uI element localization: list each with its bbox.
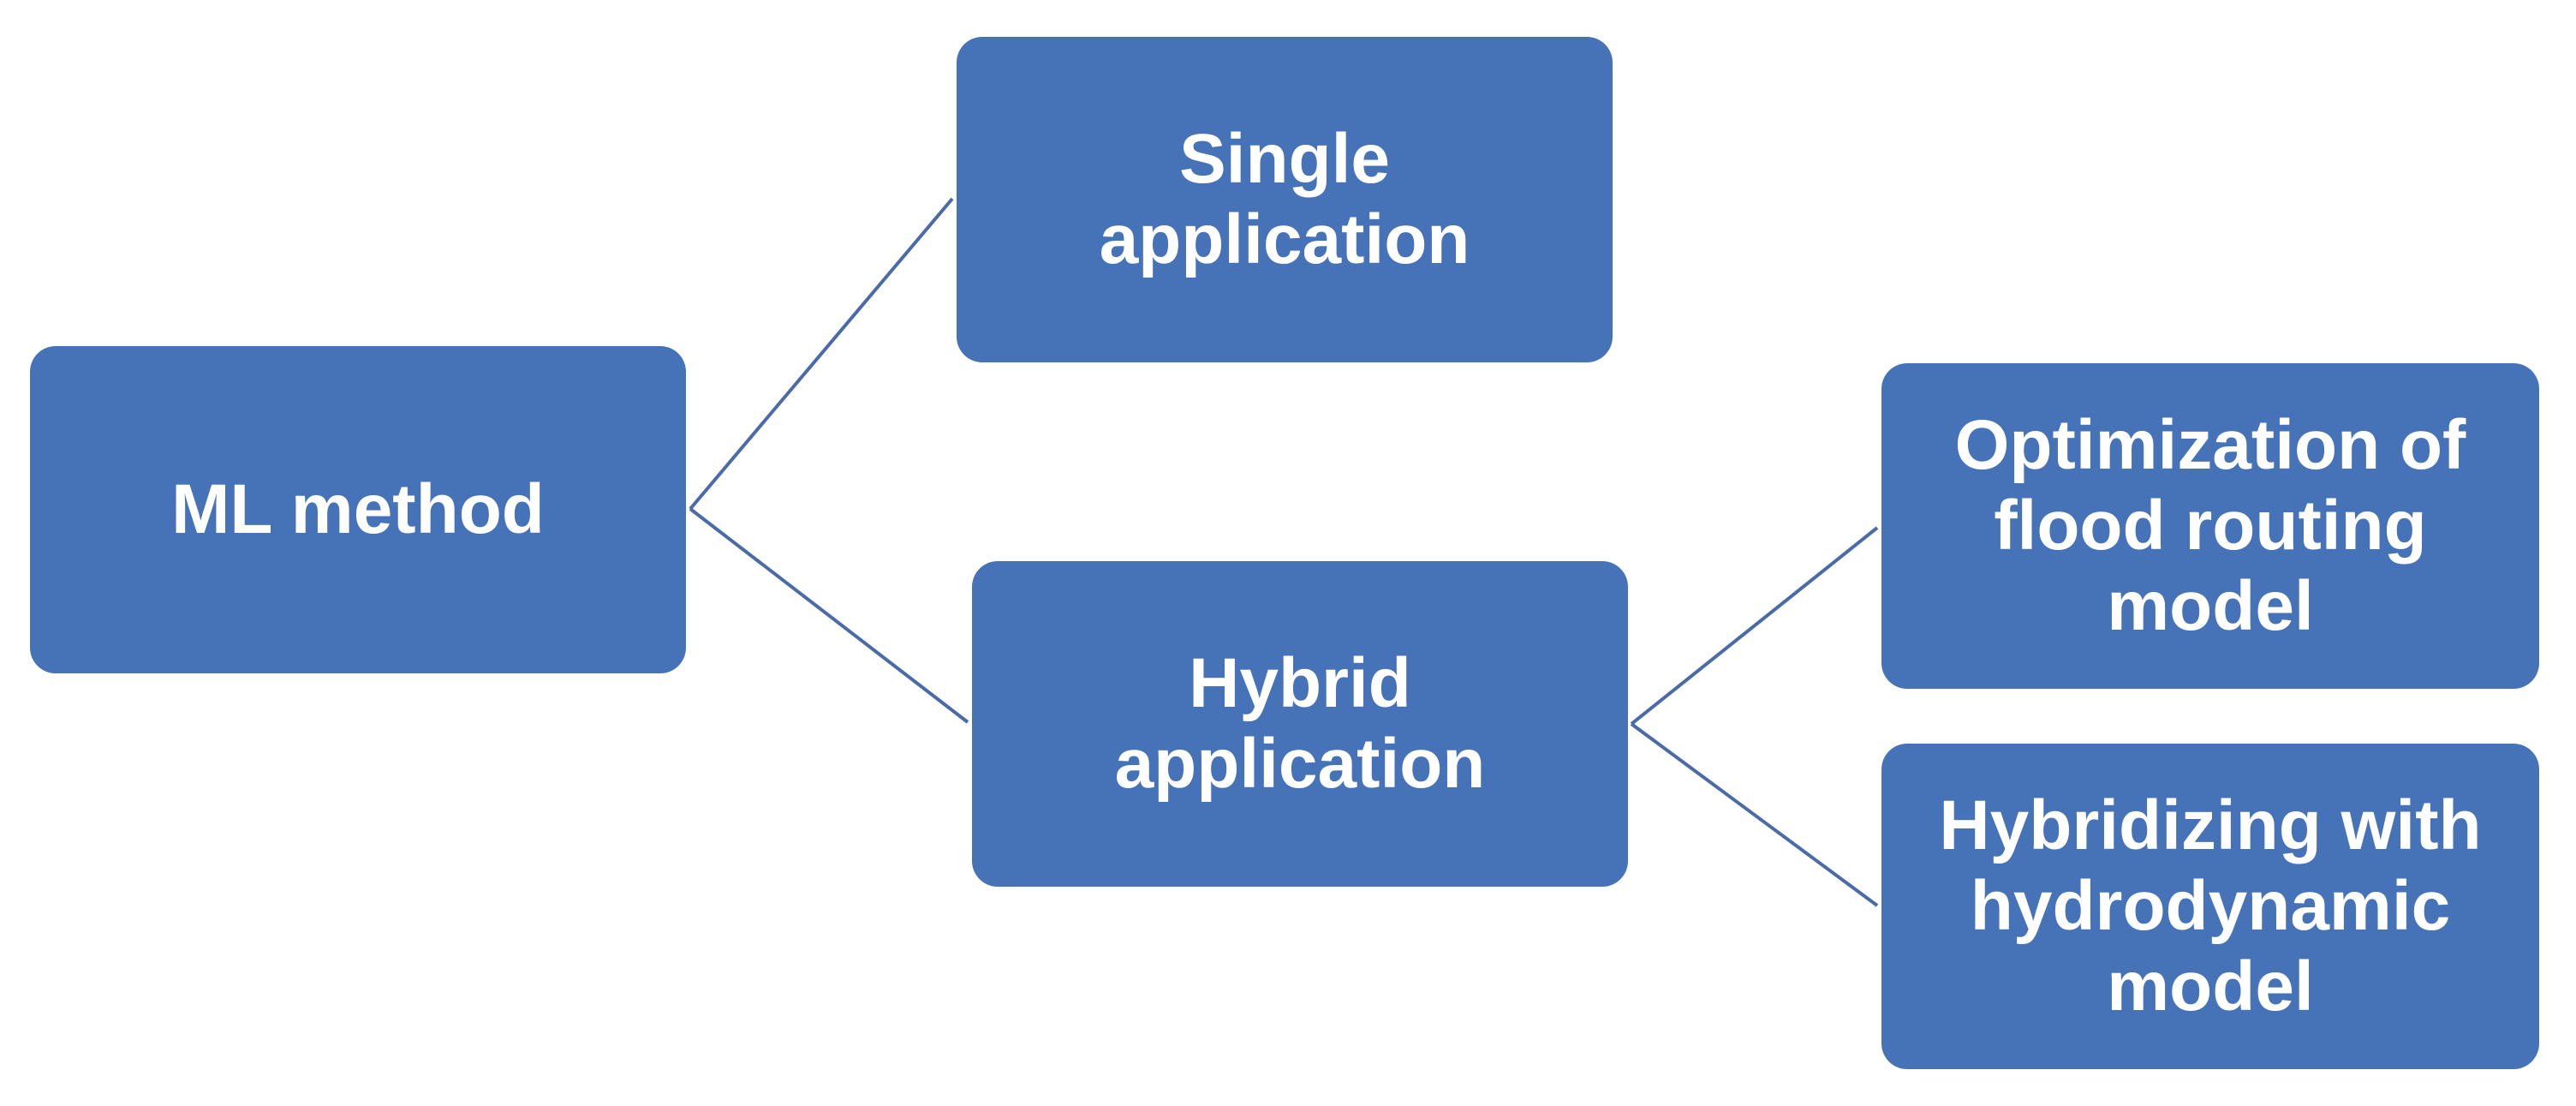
edge-hybrid-to-hybridizing — [1630, 722, 1879, 907]
node-ml-method-label: ML method — [171, 470, 545, 548]
node-ml-method: ML method — [30, 346, 686, 673]
edge-ml-to-hybrid — [689, 507, 969, 724]
edge-hybrid-to-optimization — [1630, 526, 1879, 726]
edge-ml-to-single — [689, 197, 954, 511]
